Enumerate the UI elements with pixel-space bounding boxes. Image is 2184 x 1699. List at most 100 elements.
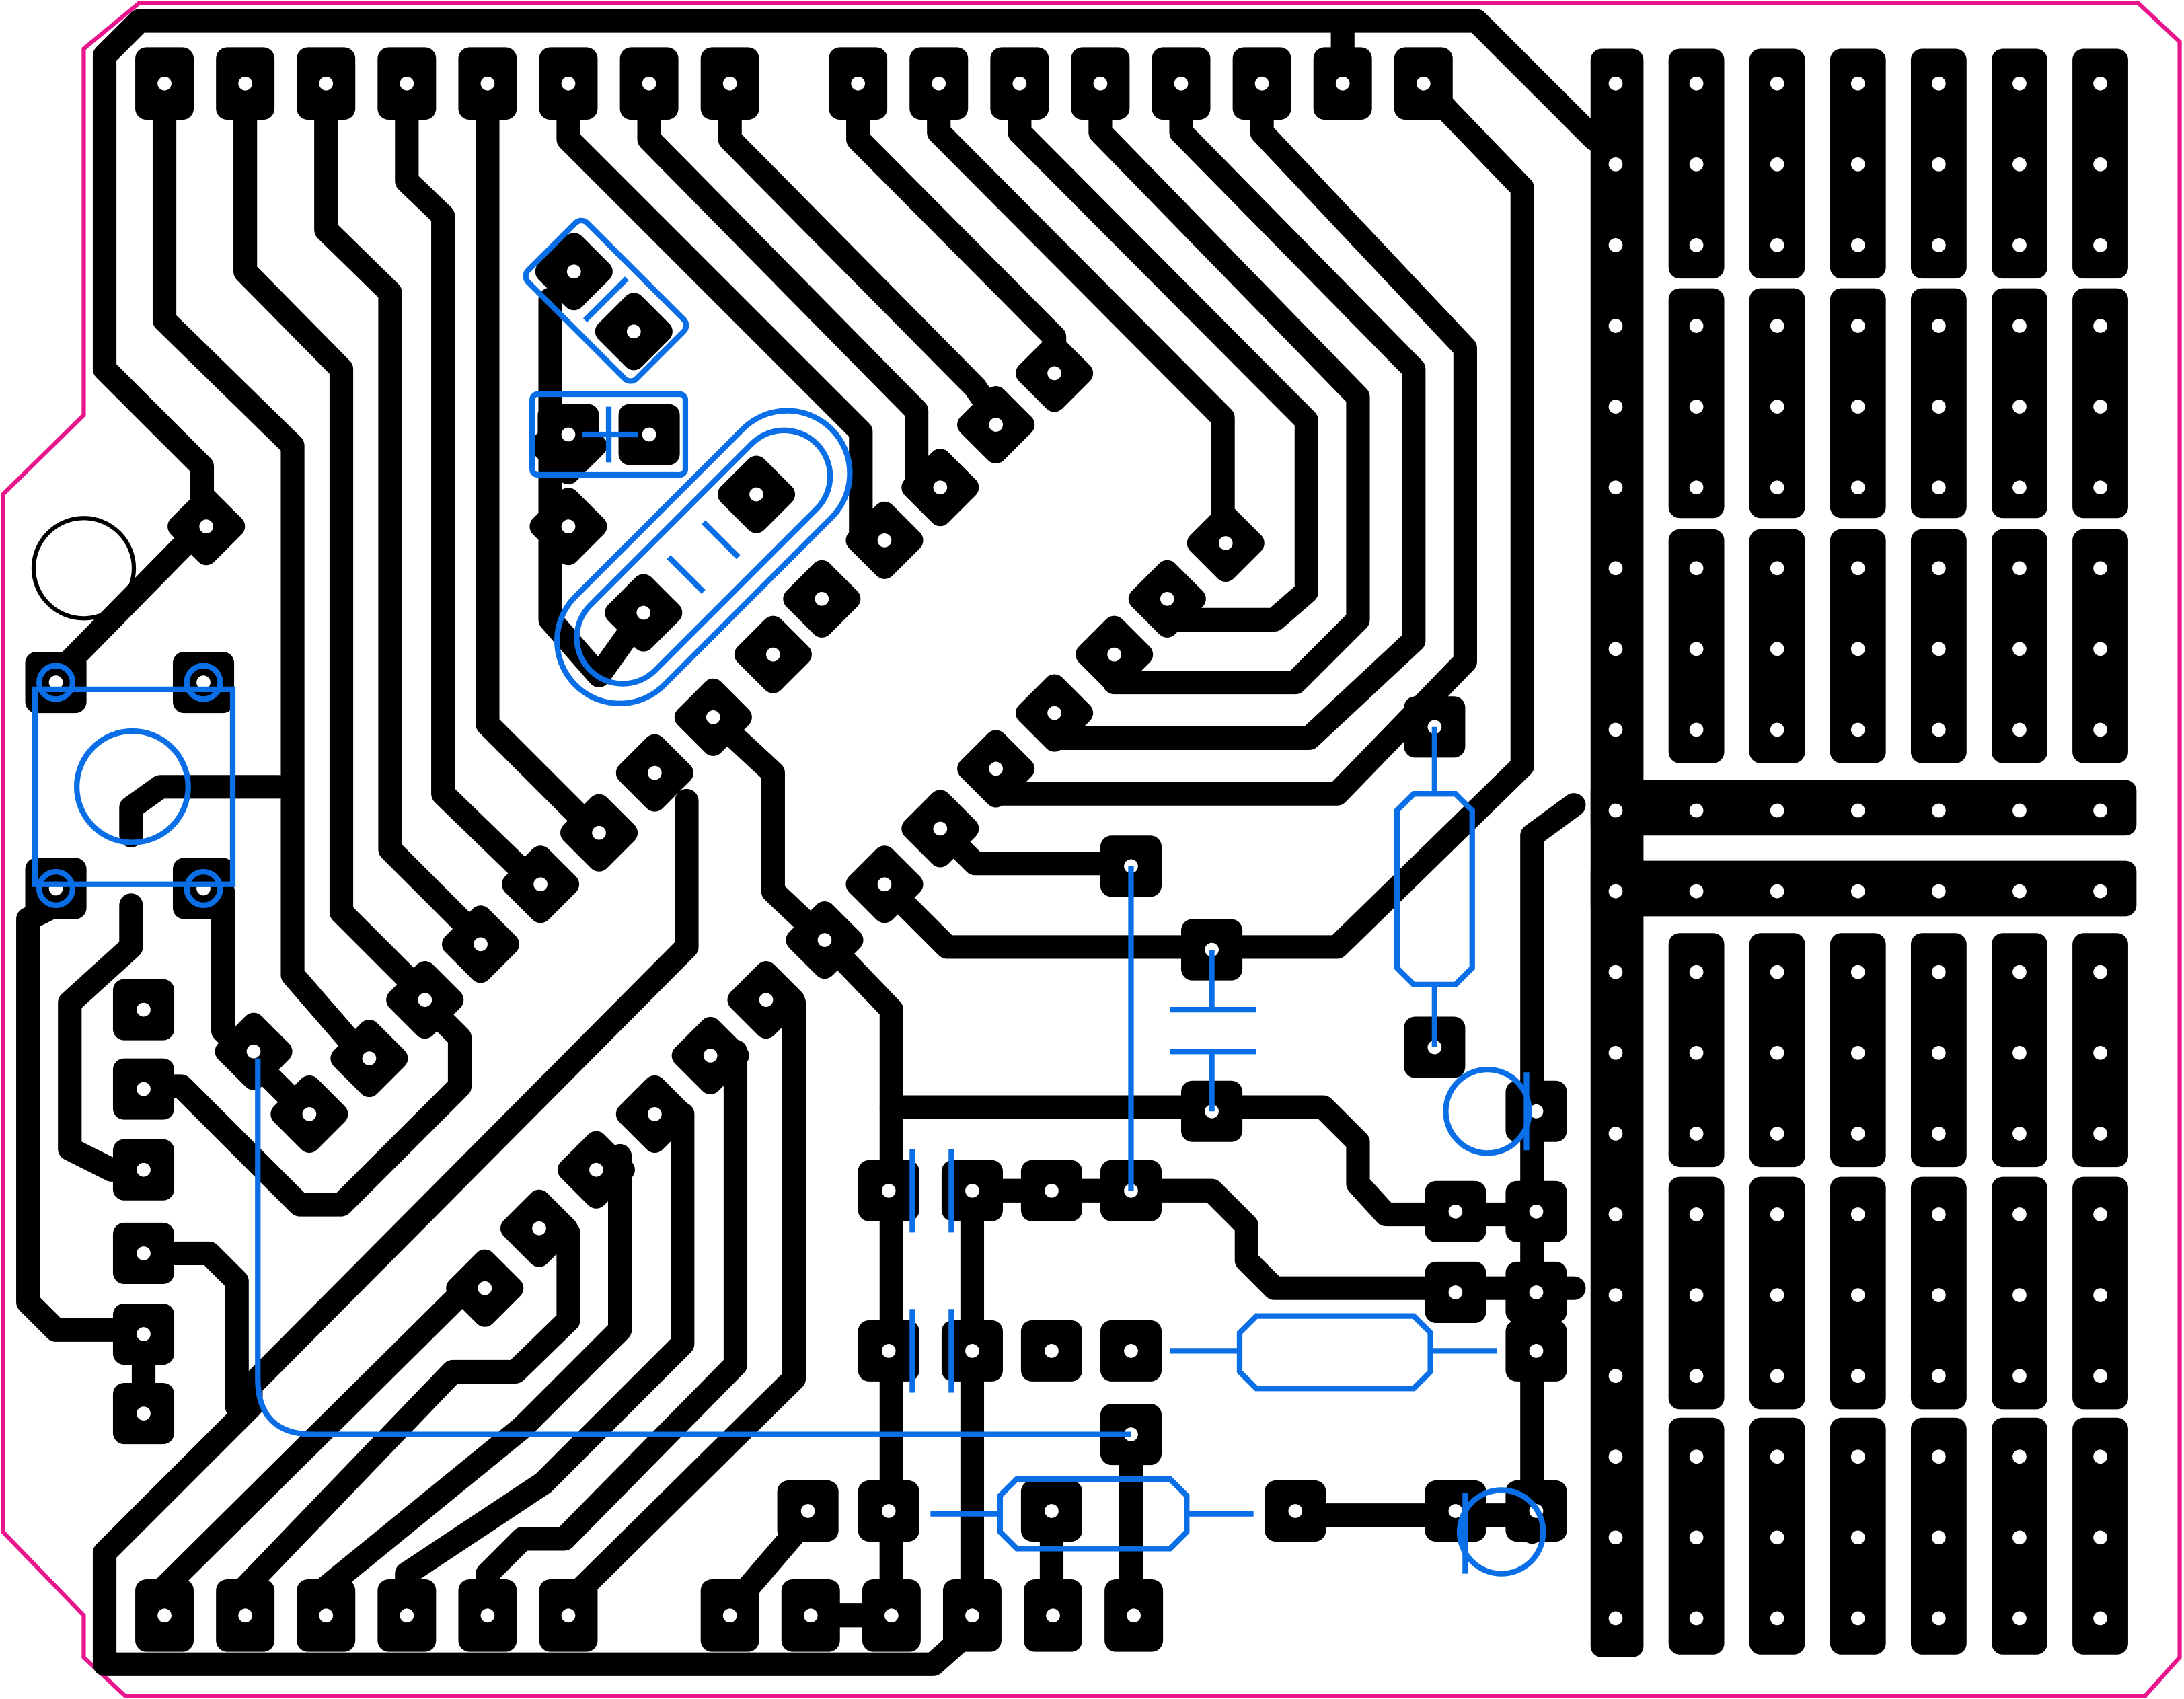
grid-hole	[2012, 400, 2027, 414]
copper-trace	[314, 71, 493, 952]
pad-drill-hole	[589, 1162, 603, 1177]
silkscreen-components	[32, 217, 1546, 1577]
pad-drill-hole	[400, 1608, 414, 1623]
grid-hole	[2012, 642, 2027, 656]
pad-drill-hole	[137, 1162, 151, 1177]
copper-trace	[119, 775, 291, 847]
grid-hole	[1850, 1530, 1865, 1545]
grid-hole	[2093, 238, 2107, 252]
grid-hole	[1932, 965, 1946, 979]
pad-drill-hole	[626, 324, 641, 339]
pad	[112, 979, 175, 1041]
grid-hole	[1850, 1207, 1865, 1221]
pad-drill-hole	[965, 1344, 979, 1358]
grid-hole	[1608, 1530, 1623, 1545]
pad-drill-hole	[1093, 76, 1108, 91]
grid-hole	[1850, 400, 1865, 414]
pad	[781, 1579, 840, 1652]
pad	[941, 1160, 1003, 1221]
copper-trace	[879, 1095, 1544, 1227]
pad-drill-hole	[566, 264, 581, 279]
grid-hole	[2012, 157, 2027, 172]
pad-drill-hole	[474, 937, 488, 952]
grid-hole	[1608, 400, 1623, 414]
grid-hole	[1932, 722, 1946, 737]
pad-drill-hole	[1427, 720, 1442, 734]
grid-hole	[1689, 157, 1704, 172]
pad	[1152, 47, 1211, 120]
pad	[717, 455, 796, 533]
grid-hole	[1850, 238, 1865, 252]
pad	[858, 1480, 919, 1542]
grid-hole	[1770, 1449, 1784, 1464]
grid-hole	[1850, 1611, 1865, 1626]
resistor-outline	[1394, 791, 1475, 987]
grid-hole	[2012, 722, 2027, 737]
crystal-symbol	[667, 555, 706, 594]
grid-hole	[1850, 561, 1865, 576]
grid-hole	[2093, 884, 2107, 899]
grid-hole	[1932, 1045, 1946, 1060]
grid-hole	[1932, 1611, 1946, 1626]
grid-hole	[1932, 76, 1946, 91]
pad-drill-hole	[561, 519, 576, 533]
grid-hole	[2012, 1045, 2027, 1060]
pad	[957, 385, 1035, 464]
grid-hole	[1850, 1288, 1865, 1302]
copper-trace	[872, 71, 1534, 959]
pad-drill-hole	[881, 1504, 896, 1518]
grid-hole	[1689, 1449, 1704, 1464]
mounting-hole	[31, 516, 137, 621]
pad-drill-hole	[933, 480, 948, 495]
pad	[862, 1579, 921, 1652]
pad	[330, 1020, 408, 1098]
pad-drill-hole	[706, 710, 720, 724]
pushbutton-circle	[73, 728, 191, 845]
grid-hole	[1689, 803, 1704, 818]
grid-hole	[1850, 1449, 1865, 1464]
pad	[1020, 1320, 1083, 1382]
grid-hole	[2012, 1127, 2027, 1141]
pad-drill-hole	[196, 675, 211, 689]
pad	[1024, 1579, 1083, 1652]
grid-hole	[2012, 561, 2027, 576]
pad-drill-hole	[722, 76, 737, 91]
pad	[618, 404, 680, 465]
pad-drill-hole	[478, 1281, 492, 1295]
pad-drill-hole	[480, 76, 495, 91]
grid-hole	[1608, 965, 1623, 979]
pad	[135, 47, 194, 120]
pad	[458, 1579, 517, 1652]
grid-hole	[2012, 1207, 2027, 1221]
grid-hole	[1608, 1127, 1623, 1141]
pad	[1505, 1080, 1567, 1142]
pad-drill-hole	[137, 1002, 151, 1017]
pad-drill-hole	[642, 427, 656, 442]
resistor-outline	[997, 1476, 1190, 1552]
pad	[1313, 47, 1372, 120]
pad-drill-hole	[749, 487, 763, 502]
pad-drill-hole	[238, 1608, 252, 1623]
pad	[942, 1579, 1002, 1652]
grid-hole	[2012, 76, 2027, 91]
grid-hole	[1850, 319, 1865, 333]
pad	[172, 651, 235, 714]
grid-hole	[1850, 965, 1865, 979]
pad	[700, 47, 759, 120]
copper-trace	[92, 788, 985, 1676]
pad	[1071, 47, 1130, 120]
pad-drill-hole	[157, 76, 172, 91]
pad-drill-hole	[480, 1608, 495, 1623]
grid-hole	[1932, 1449, 1946, 1464]
pad-drill-hole	[199, 519, 214, 533]
grid-hole	[1850, 642, 1865, 656]
pad	[727, 961, 805, 1039]
pad	[1265, 1480, 1326, 1542]
pad	[1505, 1261, 1567, 1323]
pad	[901, 790, 979, 868]
pad	[1394, 47, 1453, 120]
pad	[112, 1303, 175, 1365]
grid-hole	[1689, 1127, 1704, 1141]
pad	[539, 47, 598, 120]
pad-drill-hole	[238, 76, 252, 91]
